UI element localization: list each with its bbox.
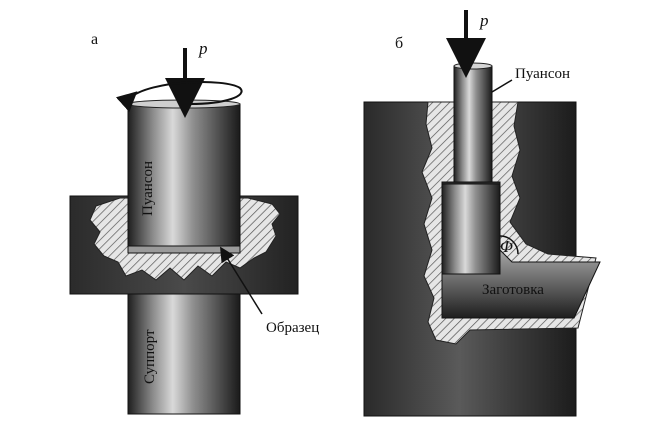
punch-cylinder-right <box>453 65 493 183</box>
punch-cylinder-left <box>127 103 241 249</box>
workpiece-label: Заготовка <box>482 282 544 298</box>
force-label-right: p <box>479 11 489 30</box>
punch-label-left: Пуансон <box>140 161 156 216</box>
support-label: Суппорт <box>142 329 158 384</box>
support-cylinder <box>127 285 241 415</box>
sample-leader <box>220 246 263 315</box>
punch-leader-right <box>491 79 513 93</box>
rotation-arrow <box>115 81 243 113</box>
sample-label: Образец <box>266 320 319 336</box>
sample-disc <box>127 245 241 254</box>
angle-label: Φ <box>500 237 513 256</box>
letter-a: а <box>91 31 98 48</box>
letter-b: б <box>395 35 403 52</box>
angle-arc <box>499 235 519 255</box>
panel-a: а p Пуансон Суппорт Образец <box>69 31 319 415</box>
billet-vertical <box>441 183 501 275</box>
force-label-left: p <box>198 39 208 58</box>
punch-top-right <box>453 62 493 70</box>
panel-b: б p Пуансон Заготовка Φ <box>363 10 601 417</box>
punch-label-right: Пуансон <box>515 66 570 82</box>
